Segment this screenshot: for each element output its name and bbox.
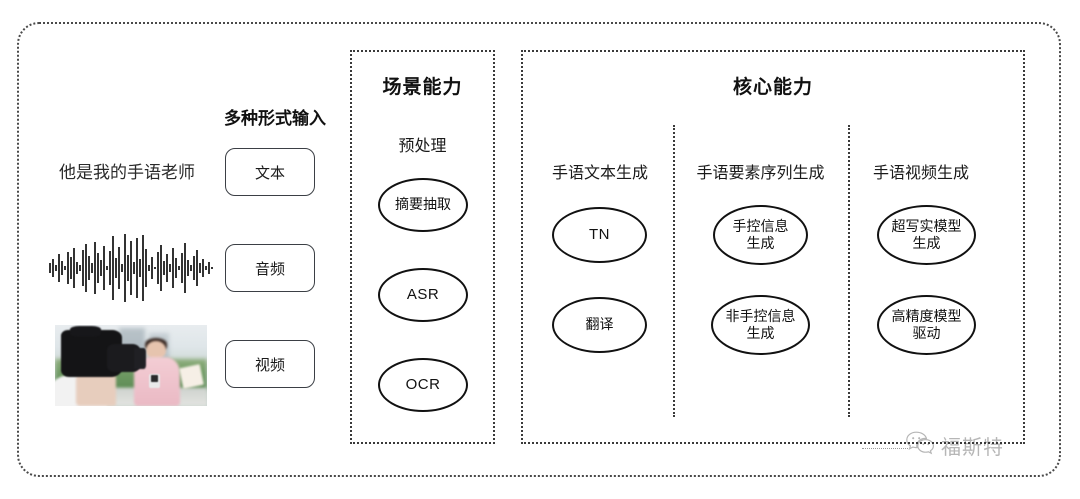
core-group-caption-element-sequence: 手语要素序列生成 xyxy=(696,165,825,182)
node-line-2: 驱动 xyxy=(912,325,941,341)
node-line-2: 生成 xyxy=(912,235,941,251)
core-capability-panel: 核心能力 xyxy=(521,50,1025,444)
watermark: 福斯特 xyxy=(905,430,1004,461)
node-line-2: 生成 xyxy=(746,325,775,341)
core-group-caption-video-generation: 手语视频生成 xyxy=(872,165,969,182)
node-manual-signal-generation[interactable]: 手控信息 生成 xyxy=(713,205,808,265)
core-capability-title: 核心能力 xyxy=(732,77,813,98)
node-line-1: 高精度模型 xyxy=(891,307,962,324)
node-tn[interactable]: TN xyxy=(552,207,647,263)
node-ocr[interactable]: OCR xyxy=(378,358,468,412)
watermark-dash-line xyxy=(862,448,908,449)
sample-sentence: 他是我的手语老师 xyxy=(59,163,195,182)
node-translation[interactable]: 翻译 xyxy=(552,297,647,353)
core-panel-divider-2 xyxy=(848,125,850,417)
node-hyper-realistic-model-generation[interactable]: 超写实模型 生成 xyxy=(877,205,976,265)
core-panel-divider-1 xyxy=(673,125,675,417)
scene-capability-panel: 场景能力 xyxy=(350,50,495,444)
scene-group-caption-preprocess: 预处理 xyxy=(398,138,447,155)
waveform-icon xyxy=(45,232,217,304)
scene-capability-title: 场景能力 xyxy=(382,77,463,98)
node-line-2: 生成 xyxy=(746,235,775,251)
node-asr[interactable]: ASR xyxy=(378,268,468,322)
modality-box-text[interactable]: 文本 xyxy=(225,148,315,196)
node-non-manual-signal-generation[interactable]: 非手控信息 生成 xyxy=(711,295,810,355)
outer-frame xyxy=(17,22,1061,477)
watermark-label: 福斯特 xyxy=(941,437,1004,459)
video-thumbnail-icon xyxy=(55,325,207,406)
modality-box-video[interactable]: 视频 xyxy=(225,340,315,388)
node-line-1: 手控信息 xyxy=(732,217,789,234)
node-line-1: 非手控信息 xyxy=(725,307,796,324)
node-high-precision-model-driving[interactable]: 高精度模型 驱动 xyxy=(877,295,976,355)
core-group-caption-text-generation: 手语文本生成 xyxy=(551,165,648,182)
wechat-icon xyxy=(905,430,935,461)
inputs-heading: 多种形式输入 xyxy=(224,109,326,128)
modality-box-audio[interactable]: 音频 xyxy=(225,244,315,292)
node-summary-extraction[interactable]: 摘要抽取 xyxy=(378,178,468,232)
node-line-1: 超写实模型 xyxy=(891,217,962,234)
